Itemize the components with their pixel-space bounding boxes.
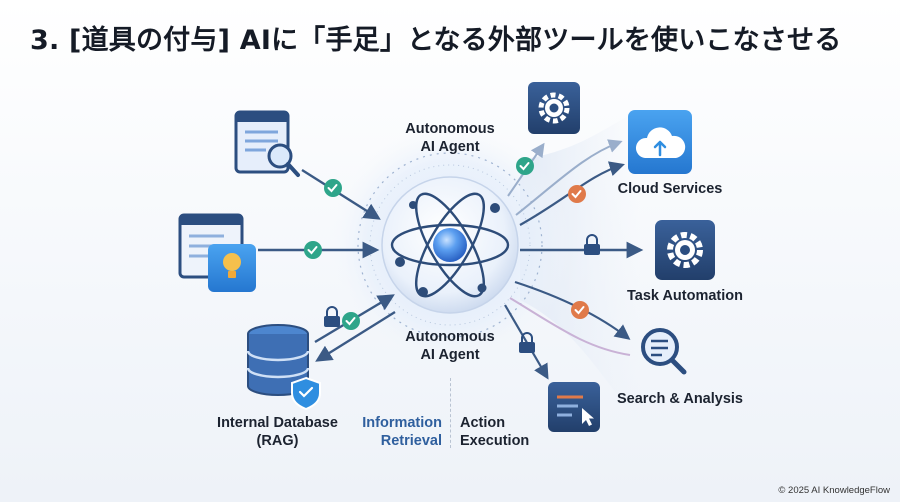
check-icon bbox=[516, 157, 534, 175]
copyright-notice: © 2025 AI KnowledgeFlow bbox=[778, 485, 890, 496]
action-label-line1: Action bbox=[460, 415, 506, 431]
lock-icon bbox=[584, 234, 600, 255]
agent-label-bottom-line2: AI Agent bbox=[420, 347, 480, 363]
flow-divider bbox=[450, 378, 451, 448]
arrow-agent-to-database bbox=[315, 310, 396, 362]
lock-icon bbox=[519, 332, 535, 353]
task-label: Task Automation bbox=[626, 288, 743, 304]
arrow-document-to-agent bbox=[301, 168, 381, 220]
search-icon bbox=[641, 328, 687, 375]
check-icon bbox=[568, 185, 586, 203]
agent-label-top-line2: AI Agent bbox=[420, 139, 480, 155]
retrieval-label-line2: Retrieval bbox=[380, 433, 442, 449]
retrieval-label: Information Retrieval bbox=[352, 414, 442, 450]
agent-label-top: Autonomous AI Agent bbox=[395, 120, 505, 156]
check-icon bbox=[342, 312, 360, 330]
check-icon bbox=[304, 241, 322, 259]
arrow-agent-to-search-2 bbox=[509, 297, 631, 356]
check-icon bbox=[324, 179, 342, 197]
task-gear-icon bbox=[655, 220, 715, 280]
atom-nucleus bbox=[433, 228, 467, 262]
page-title: 3. [道具の付与] AIに「手足」となる外部ツールを使いこなさせる bbox=[30, 25, 842, 56]
action-label-line2: Execution bbox=[460, 433, 530, 449]
arrow-agent-to-report bbox=[504, 304, 549, 380]
cloud-icon bbox=[628, 110, 692, 174]
agent-label-bottom-line1: Autonomous bbox=[405, 329, 495, 345]
action-label: Action Execution bbox=[460, 414, 540, 450]
agent-label-bottom: Autonomous AI Agent bbox=[395, 328, 505, 364]
arrow-agent-to-cloud-1 bbox=[515, 139, 623, 216]
database-label-line1: Internal Database bbox=[217, 415, 338, 431]
agent-label-top-line1: Autonomous bbox=[405, 121, 495, 137]
document-search-icon bbox=[234, 110, 300, 177]
lock-icon bbox=[324, 306, 340, 327]
database-label: Internal Database (RAG) bbox=[205, 414, 350, 450]
database-label-line2: (RAG) bbox=[256, 433, 299, 449]
electrons bbox=[395, 201, 500, 297]
orbit-dotted-outer bbox=[357, 152, 543, 338]
database-icon bbox=[246, 324, 310, 396]
browser-idea-icon bbox=[178, 213, 256, 292]
retrieval-label-line1: Information bbox=[362, 415, 442, 431]
settings-gear-icon bbox=[528, 82, 580, 134]
shield-icon bbox=[291, 376, 321, 411]
report-cursor-icon bbox=[548, 382, 600, 432]
cloud-label: Cloud Services bbox=[617, 181, 723, 197]
search-label: Search & Analysis bbox=[617, 391, 743, 407]
check-icon bbox=[571, 301, 589, 319]
